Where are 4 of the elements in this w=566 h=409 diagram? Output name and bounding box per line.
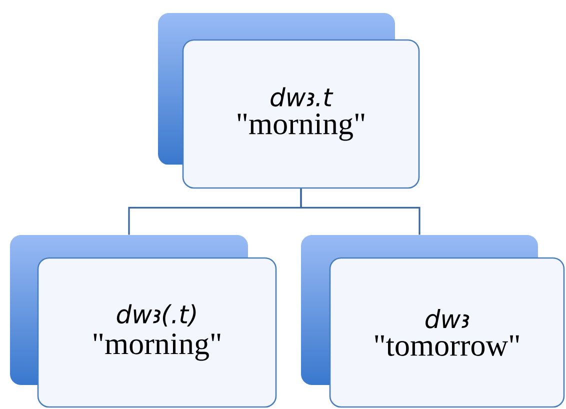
connector-line [300,188,420,235]
process-box: dwꜣ.t "morning" [182,39,420,189]
process-box: dwꜣ "tomorrow" [329,257,565,408]
process-box: dwꜣ(.t) "morning" [37,257,277,408]
